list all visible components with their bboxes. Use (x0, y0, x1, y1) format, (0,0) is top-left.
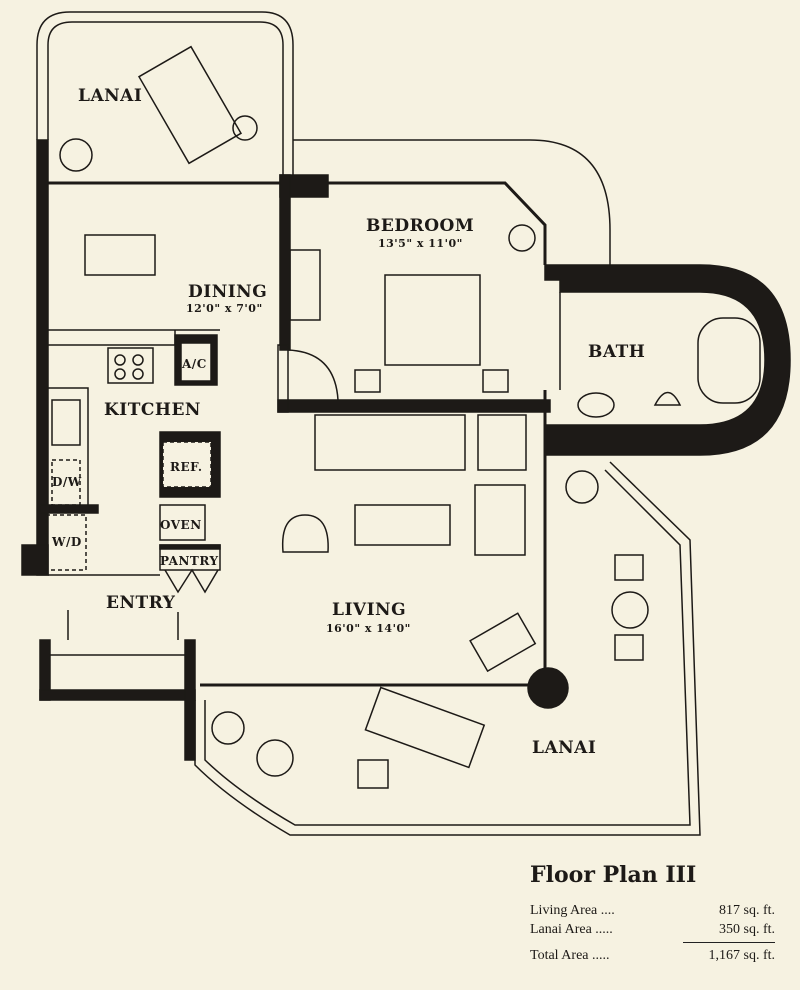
plant-icon (256, 739, 294, 777)
oven (159, 504, 206, 541)
refrigerator (162, 441, 212, 488)
lanai-table (611, 591, 649, 629)
bedroom-dimensions: 13'5" x 11'0" (378, 237, 463, 250)
room-label-lanai-bottom: LANAI (532, 738, 597, 758)
room-label-bath: BATH (588, 342, 646, 362)
dining-dimensions: 12'0" x 7'0" (186, 302, 263, 315)
label-oven: OVEN (160, 518, 202, 532)
wall (277, 399, 551, 413)
bath-walls (544, 264, 791, 456)
plant-icon (59, 138, 93, 172)
area-label: Total Area ..... (530, 948, 610, 963)
kitchen-sink (51, 399, 81, 446)
label-ref: REF. (170, 460, 203, 474)
dresser (289, 249, 321, 321)
bed (384, 274, 481, 366)
plant-icon (565, 470, 599, 504)
floor-plan-title: Floor Plan III (530, 862, 697, 888)
area-value: 1,167 sq. ft. (708, 948, 776, 963)
sum-rule (683, 942, 775, 943)
bedroom-lanai-outline (293, 139, 611, 268)
room-label-entry: ENTRY (106, 593, 176, 613)
top-lanai-outline (36, 11, 294, 180)
toilet (653, 391, 682, 406)
room-label-living: LIVING (332, 600, 407, 620)
sofa (314, 414, 466, 471)
room-label-lanai-top: LANAI (78, 86, 143, 106)
label-pantry: PANTRY (160, 554, 219, 568)
room-label-dining: DINING (188, 282, 268, 302)
label-ac: A/C (182, 357, 207, 371)
label-dw: D/W (52, 475, 82, 489)
living-dimensions: 16'0" x 14'0" (326, 622, 411, 635)
lounge-chair (137, 45, 243, 165)
sink (577, 392, 615, 418)
area-label: Lanai Area ..... (530, 922, 613, 937)
area-label: Living Area .... (530, 903, 615, 918)
bottom-lanai-outline (194, 461, 701, 836)
room-label-kitchen: KITCHEN (104, 400, 201, 420)
label-wd: W/D (52, 535, 82, 549)
column (527, 667, 569, 709)
dining-table (84, 234, 156, 276)
plant-icon (211, 711, 245, 745)
lounge-chair (364, 686, 486, 769)
plant-icon (508, 224, 536, 252)
bathtub (697, 317, 761, 404)
coffee-table (354, 504, 451, 546)
area-value: 350 sq. ft. (719, 922, 775, 937)
desk (469, 612, 537, 673)
armchair (281, 514, 329, 553)
loveseat (474, 484, 526, 556)
area-value: 817 sq. ft. (719, 903, 775, 918)
cooktop (107, 347, 154, 384)
room-label-bedroom: BEDROOM (366, 216, 475, 236)
washer-dryer (45, 514, 87, 571)
